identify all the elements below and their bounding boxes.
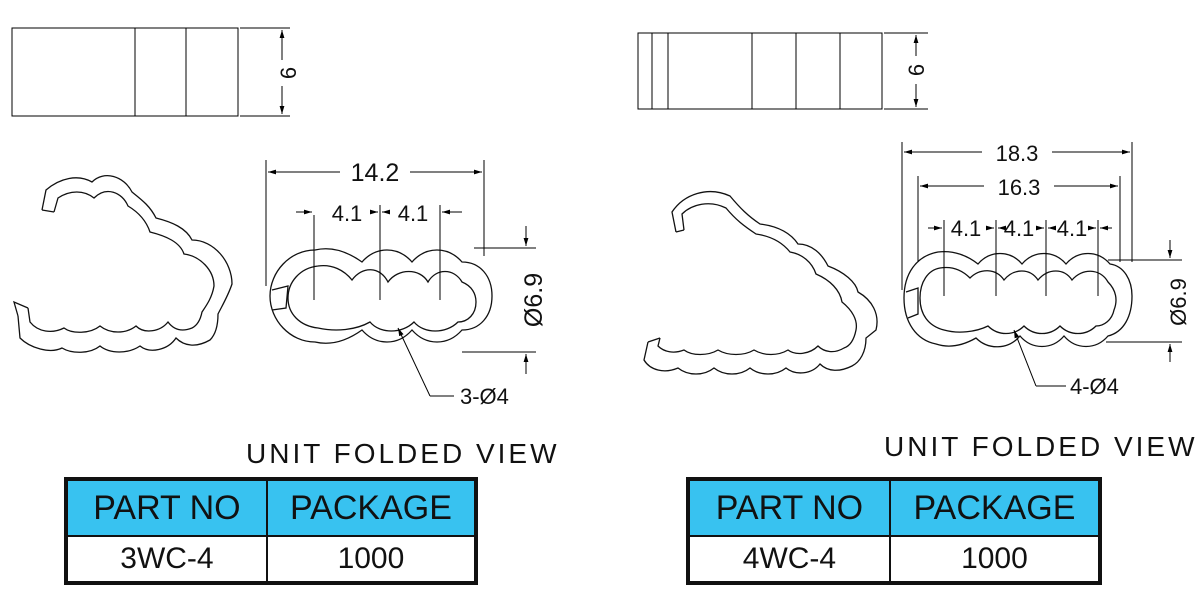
right-pitch-3-dim: 4.1	[1057, 216, 1088, 241]
left-holes-dim: 3-Ø4	[460, 384, 509, 409]
left-unfolded-clip	[12, 175, 233, 353]
left-part-number: 3WC-4	[65, 535, 268, 584]
right-part-table: PART NO PACKAGE 4WC-4 1000	[686, 477, 1102, 585]
right-width-inner-dim: 16.3	[998, 175, 1041, 200]
right-diameter-dim: Ø6.9	[1166, 278, 1191, 326]
right-pitch-1-dim: 4.1	[951, 216, 982, 241]
left-part-table: PART NO PACKAGE 3WC-4 1000	[64, 477, 478, 585]
right-part-number: 4WC-4	[687, 535, 891, 584]
left-caption: UNIT FOLDED VIEW	[246, 438, 560, 469]
left-package-qty: 1000	[265, 535, 478, 584]
left-header-package: PACKAGE	[265, 478, 478, 537]
right-folded-view: 18.3 16.3 4.1 4.1 4.1 Ø6.9 4-Ø4	[901, 141, 1191, 399]
left-pitch-1-dim: 4.1	[332, 201, 363, 226]
left-header-part-no: PART NO	[65, 478, 268, 537]
right-width-outer-dim: 18.3	[996, 141, 1039, 166]
right-holes-dim: 4-Ø4	[1070, 374, 1119, 399]
right-pitch-2-dim: 4.1	[1004, 216, 1035, 241]
right-height-dim: 6	[904, 64, 929, 76]
left-height-dim: 6	[276, 67, 301, 79]
right-header-part-no: PART NO	[687, 478, 891, 537]
left-side-view: 6	[11, 27, 301, 117]
right-caption: UNIT FOLDED VIEW	[884, 431, 1198, 462]
right-side-view: 6	[637, 32, 929, 110]
left-width-dim: 14.2	[351, 159, 400, 187]
right-package-qty: 1000	[888, 535, 1102, 584]
left-folded-view: 14.2 4.1 4.1 Ø6.9 3-Ø4	[265, 159, 548, 409]
right-header-package: PACKAGE	[888, 478, 1102, 537]
right-unfolded-clip	[643, 191, 878, 375]
left-diameter-dim: Ø6.9	[520, 273, 548, 327]
left-pitch-2-dim: 4.1	[398, 201, 429, 226]
